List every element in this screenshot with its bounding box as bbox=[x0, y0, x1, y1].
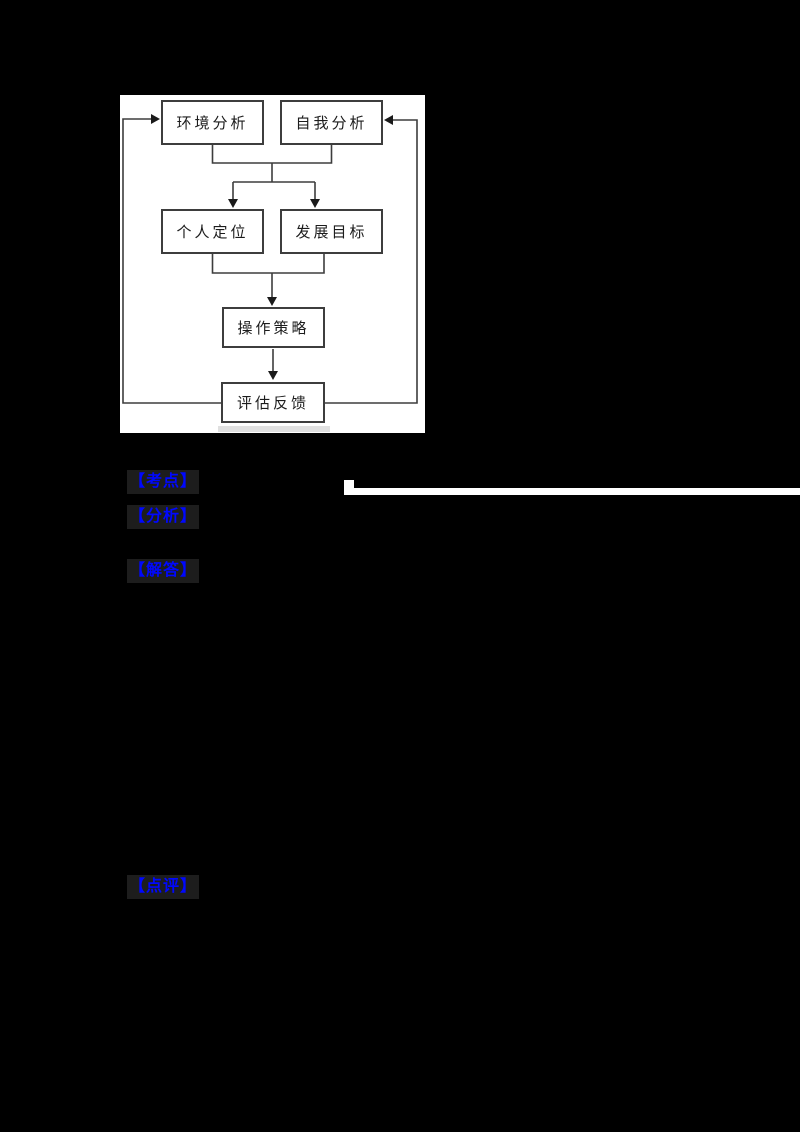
flow-node-evaluation-feedback: 评估反馈 bbox=[221, 382, 325, 423]
flow-node-environment-analysis: 环境分析 bbox=[161, 100, 264, 145]
flow-node-development-goal: 发展目标 bbox=[280, 209, 383, 254]
flowchart-connectors bbox=[122, 114, 418, 432]
arrowheads bbox=[151, 114, 393, 380]
figure-bottom-shadow bbox=[218, 426, 330, 432]
flowchart-figure: 环境分析 自我分析 个人定位 发展目标 操作策略 评估反馈 bbox=[120, 95, 425, 433]
flow-node-self-analysis: 自我分析 bbox=[280, 100, 383, 145]
section-marker-jieda: 【解答】 bbox=[127, 559, 200, 583]
flow-node-personal-positioning: 个人定位 bbox=[161, 209, 264, 254]
section-marker-dianping: 【点评】 bbox=[127, 875, 200, 899]
flow-node-operation-strategy: 操作策略 bbox=[222, 307, 325, 348]
rule-notch bbox=[344, 480, 354, 490]
horizontal-rule bbox=[344, 488, 800, 495]
section-marker-kaodian: 【考点】 bbox=[127, 470, 200, 494]
section-marker-fenxi: 【分析】 bbox=[127, 505, 200, 529]
